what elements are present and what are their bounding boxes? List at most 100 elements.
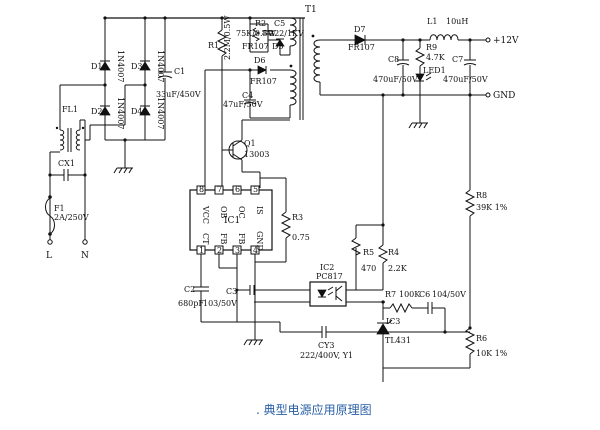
ic1-pin1-num: 1 xyxy=(199,246,204,255)
d1-part: 1N4007 xyxy=(116,50,125,82)
r1-value: 2.2M/0.5W xyxy=(223,15,232,60)
c1-label: C1 xyxy=(174,67,185,76)
ic1-pin2-label: FB xyxy=(219,233,228,245)
ic1-pin2-num: 2 xyxy=(217,246,222,255)
line-n-label: N xyxy=(81,251,89,261)
f1-rating: 2A/250V xyxy=(54,213,89,222)
c2-value: 680pF xyxy=(178,299,204,308)
control-caps xyxy=(193,254,310,346)
r4-value: 2.2K xyxy=(388,264,408,273)
input-filter: L N F1 2A/250V CX1 FL1 xyxy=(45,84,91,261)
r1-label: R1 xyxy=(208,41,219,50)
d6-part: FR107 xyxy=(250,77,277,86)
r3-value: 0.75 xyxy=(292,233,310,242)
d5-label: D5 xyxy=(272,42,284,51)
fuse-f1 xyxy=(45,195,55,236)
ic1-pin8-label: VCC xyxy=(201,205,210,224)
d7-part: FR107 xyxy=(348,43,375,52)
d3-label: D3 xyxy=(131,62,143,71)
ic1-pin3-num: 3 xyxy=(235,246,240,255)
c7-label: C7 xyxy=(452,55,463,64)
ic3-part: TL431 xyxy=(385,336,411,345)
transistor-q1 xyxy=(222,119,290,188)
r2-label: R2 xyxy=(255,19,266,28)
d3-part: 1N4007 xyxy=(156,50,165,82)
c5-label: C5 xyxy=(274,19,285,28)
ic1-pin8-num: 8 xyxy=(199,185,204,194)
output-positive-label: +12V xyxy=(493,36,519,46)
optocoupler-ic2 xyxy=(309,248,385,307)
ic2-label: IC2 xyxy=(320,263,334,272)
aux-supply xyxy=(204,65,291,188)
ic1-pin7-num: 7 xyxy=(217,185,222,194)
line-l-label: L xyxy=(46,251,52,261)
ic3-label: IC3 xyxy=(386,317,400,326)
f1-label: F1 xyxy=(54,204,65,213)
c4-label: C4 xyxy=(242,91,253,100)
cy3-value: 222/400V, Y1 xyxy=(300,351,353,360)
c8-value: 470uF/50V xyxy=(373,75,418,84)
ic1-pin5-num: 5 xyxy=(253,185,258,194)
q1-label: Q1 xyxy=(244,139,256,148)
led1-label: LED1 xyxy=(423,66,446,75)
c3-label: C3 xyxy=(226,287,237,296)
c5-value: 222/1KV xyxy=(269,29,304,38)
r9-value: 4.7K xyxy=(426,53,446,62)
l1-label: L1 xyxy=(427,17,437,26)
r5-value: 470 xyxy=(361,264,376,273)
r8-label: R8 xyxy=(476,191,487,200)
r4-label: R4 xyxy=(388,248,399,257)
c7-value: 470uF/50V xyxy=(443,75,488,84)
resistor-r3 xyxy=(254,211,292,263)
r3-label: R3 xyxy=(292,213,303,222)
r9-label: R9 xyxy=(426,43,437,52)
d6-label: D6 xyxy=(254,56,266,65)
q1-part: 13003 xyxy=(244,150,269,159)
d1-label: D1 xyxy=(91,62,103,71)
c8-label: C8 xyxy=(388,55,399,64)
r2-value: 75K/0.5W xyxy=(236,29,277,38)
c3-value: 103/50V xyxy=(203,299,237,308)
ic1-pin7-label: OB xyxy=(219,206,228,219)
output-gnd-label: GND xyxy=(493,91,515,101)
d7-label: D7 xyxy=(354,25,366,34)
d5-part: FR107 xyxy=(242,42,269,51)
t1-label: T1 xyxy=(305,5,317,15)
ic2-part: PC817 xyxy=(316,272,343,281)
figure-caption: . 典型电源应用原理图 xyxy=(256,402,372,417)
r8-value: 39K 1% xyxy=(476,203,508,212)
rcd-snubber xyxy=(248,16,285,55)
d2-label: D2 xyxy=(91,107,103,116)
common-mode-choke-fl1 xyxy=(55,126,85,152)
d4-label: D4 xyxy=(131,107,143,116)
bridge-rectifier xyxy=(90,16,305,174)
secondary-output xyxy=(320,34,491,382)
c4-value: 47uF/50V xyxy=(223,100,263,109)
capacitor-c1 xyxy=(145,16,173,141)
y-capacitor-cy3 xyxy=(279,322,380,338)
d4-part: 1N4007 xyxy=(156,97,165,129)
c1-value: 33uF/450V xyxy=(156,90,201,99)
r7-value: 100K xyxy=(399,290,421,299)
ic1-chip xyxy=(189,177,287,255)
r6-value: 10K 1% xyxy=(476,349,508,358)
resistor-r1 xyxy=(216,16,228,188)
transformer-t1 xyxy=(280,17,355,120)
ic1-pin3-label: FB xyxy=(237,233,246,245)
r7-label: R7 xyxy=(385,290,396,299)
r5-label: R5 xyxy=(363,248,374,257)
d2-part: 1N4007 xyxy=(116,97,125,129)
ic1-label: IC1 xyxy=(224,216,240,226)
ic1-pin4-num: 4 xyxy=(253,246,258,255)
l1-value: 10uH xyxy=(446,17,468,26)
c6-value: 104/50V xyxy=(432,290,466,299)
r6-label: R6 xyxy=(476,334,487,343)
cx1-label: CX1 xyxy=(58,159,75,168)
ic1-pin1-label: CT xyxy=(201,233,210,245)
ic1-pin6-label: OC xyxy=(237,206,246,219)
c6-label: C6 xyxy=(419,290,430,299)
ic1-pin4-label: GND xyxy=(255,231,264,251)
ic1-pin6-num: 6 xyxy=(235,185,240,194)
ic1-pin5-label: IS xyxy=(255,206,264,215)
